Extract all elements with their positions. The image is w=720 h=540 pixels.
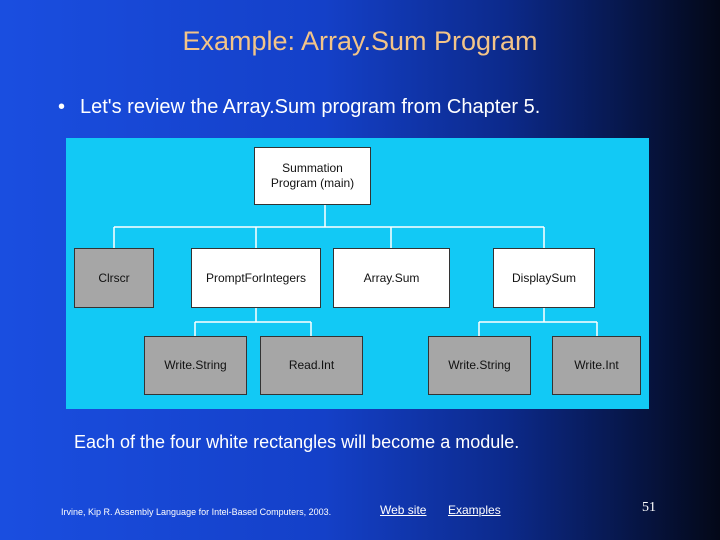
prompt-for-integers-label: PromptForIntegers bbox=[205, 270, 307, 285]
examples-link[interactable]: Examples bbox=[448, 503, 501, 517]
prompt-for-integers-box: PromptForIntegers bbox=[191, 248, 321, 308]
write-string-box-right: Write.String bbox=[428, 336, 531, 395]
page-number: 51 bbox=[642, 500, 656, 515]
clrscr-label: Clrscr bbox=[98, 270, 130, 285]
connector-lines bbox=[113, 205, 598, 336]
slide-title: Example: Array.Sum Program bbox=[182, 26, 538, 56]
write-string-box-left: Write.String bbox=[144, 336, 247, 395]
write-int-label: Write.Int bbox=[574, 358, 619, 372]
display-sum-label: DisplaySum bbox=[511, 270, 577, 285]
bullet-item: • Let's review the Array.Sum program from… bbox=[58, 96, 540, 119]
footer-credit: Irvine, Kip R. Assembly Language for Int… bbox=[61, 507, 332, 517]
bullet-marker: • bbox=[58, 96, 66, 118]
clrscr-box: Clrscr bbox=[74, 248, 154, 308]
structure-chart: Summation Program (main) Clrscr PromptFo… bbox=[66, 138, 649, 409]
read-int-label: Read.Int bbox=[288, 358, 335, 372]
write-string-label-right: Write.String bbox=[448, 358, 511, 372]
bullet-text: Let's review the Array.Sum program from … bbox=[80, 96, 541, 118]
array-sum-label: Array.Sum bbox=[363, 270, 420, 285]
web-site-link[interactable]: Web site bbox=[380, 503, 427, 517]
array-sum-box: Array.Sum bbox=[333, 248, 450, 308]
root-label-line2: Program (main) bbox=[270, 176, 355, 190]
write-int-box: Write.Int bbox=[552, 336, 641, 395]
diagram-caption: Each of the four white rectangles will b… bbox=[74, 432, 520, 452]
write-string-label-left: Write.String bbox=[164, 358, 227, 372]
display-sum-box: DisplaySum bbox=[493, 248, 595, 308]
root-module-box: Summation Program (main) bbox=[254, 147, 371, 205]
root-label-line1: Summation bbox=[282, 161, 343, 175]
read-int-box: Read.Int bbox=[260, 336, 363, 395]
